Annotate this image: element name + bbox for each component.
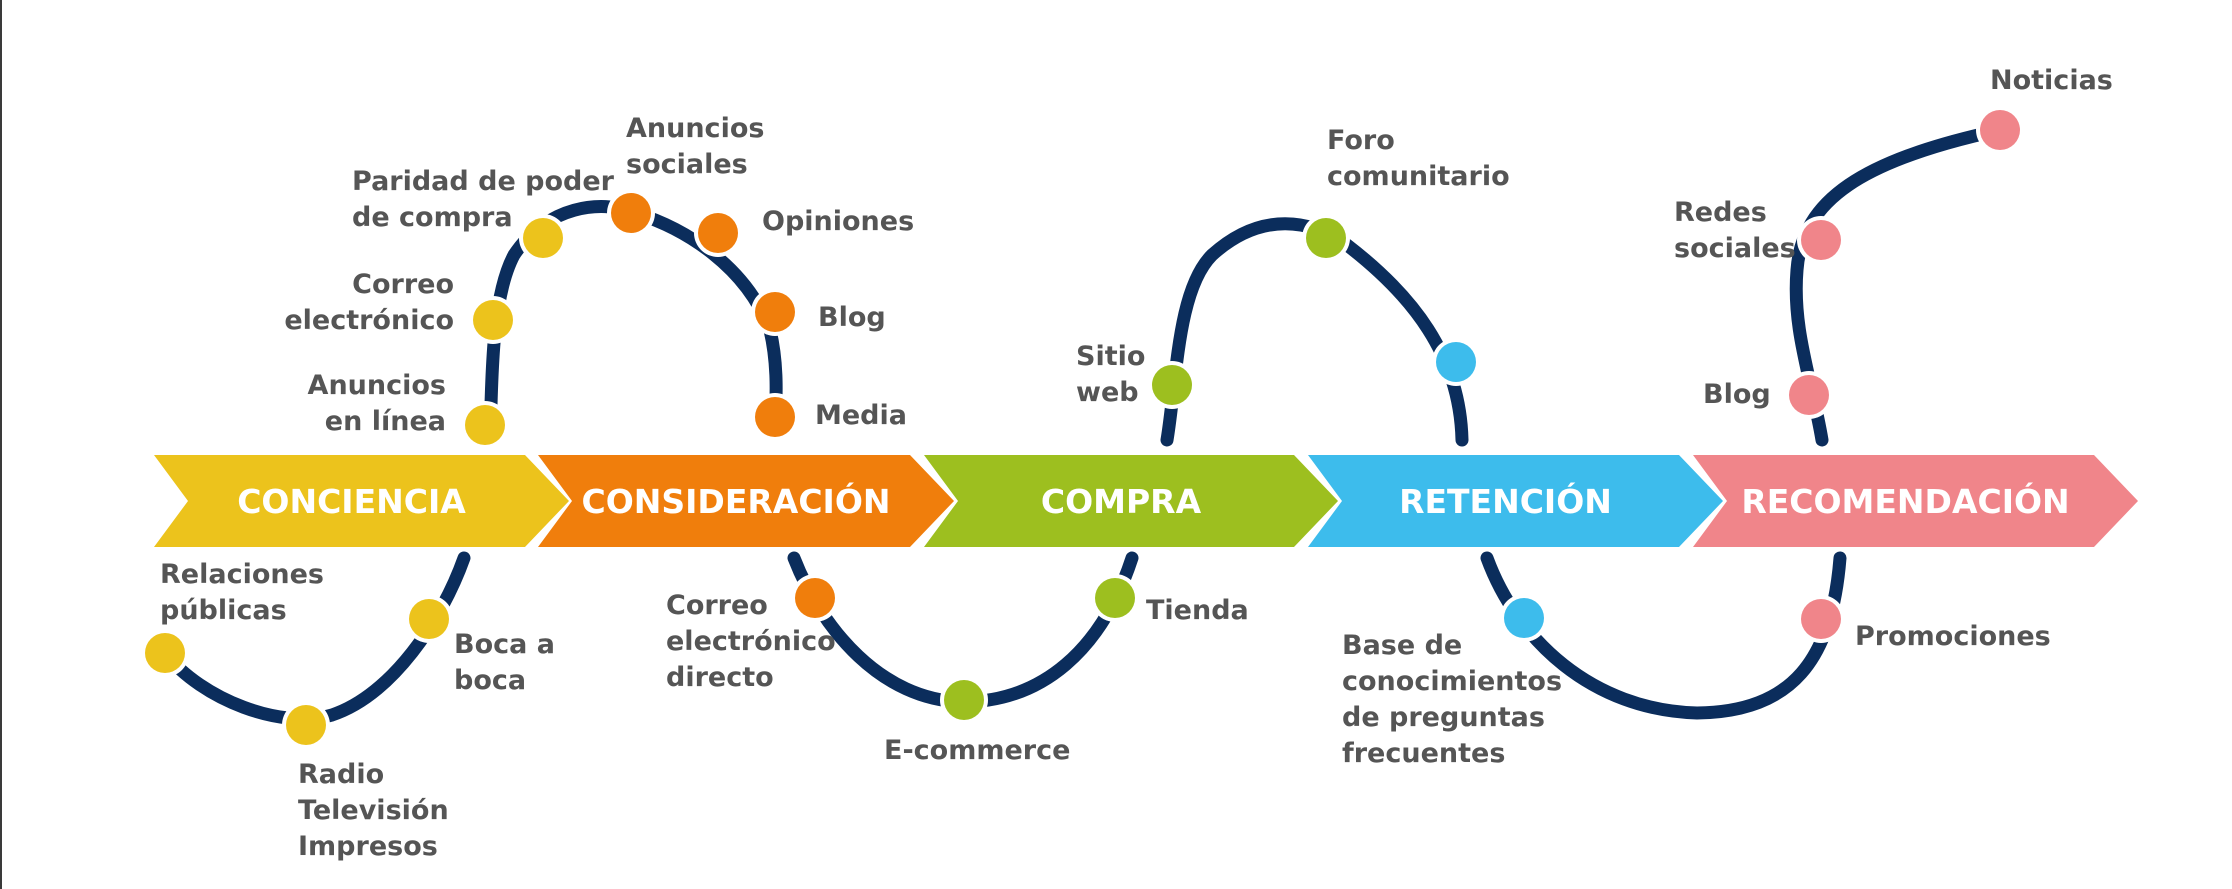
touchpoint-dot-radio bbox=[286, 705, 326, 745]
touchpoint-dot-tienda bbox=[1095, 578, 1135, 618]
label-tienda: Tienda bbox=[1146, 595, 1249, 626]
label-anuncios-en-linea: Anuncios en línea bbox=[307, 370, 446, 437]
touchpoint-dot-ecommerce bbox=[944, 680, 984, 720]
label-base-de-conocimientos: Base de conocimientos de preguntas frecu… bbox=[1342, 630, 1563, 769]
label-correo-electronico-directo: Correo electrónico directo bbox=[666, 590, 836, 693]
touchpoint-dot-promociones bbox=[1801, 599, 1841, 639]
stage-arrow-retencion bbox=[1308, 455, 1723, 547]
label-boca-a-boca: Boca a boca bbox=[454, 629, 555, 696]
stage-label-consideracion: CONSIDERACIÓN bbox=[582, 481, 891, 521]
touchpoint-dot-anuncios-sociales bbox=[611, 193, 651, 233]
touchpoint-dot-boca-a-boca bbox=[409, 599, 449, 639]
touchpoint-dot-redes-sociales bbox=[1801, 220, 1841, 260]
label-opiniones: Opiniones bbox=[762, 206, 915, 237]
stage-label-compra: COMPRA bbox=[1041, 482, 1202, 521]
stage-label-retencion: RETENCIÓN bbox=[1399, 481, 1612, 521]
touchpoint-dot-correo-electronico bbox=[473, 300, 513, 340]
touchpoint-dot-paridad bbox=[523, 218, 563, 258]
stage-arrow-conciencia bbox=[154, 455, 569, 547]
stage-label-conciencia: CONCIENCIA bbox=[237, 482, 466, 521]
label-noticias: Noticias bbox=[1990, 65, 2113, 96]
touchpoint-dot-sitio-web bbox=[1152, 365, 1192, 405]
touchpoint-dot-opiniones bbox=[698, 213, 738, 253]
label-anuncios-sociales: Anuncios sociales bbox=[626, 113, 765, 180]
stage-arrows: CONCIENCIA CONSIDERACIÓN COMPRA RETENCIÓN RE… bbox=[154, 455, 2138, 547]
stage-arrow-consideracion bbox=[538, 455, 954, 547]
label-blog-recomendacion: Blog bbox=[1703, 379, 1771, 410]
touchpoint-dot-noticias bbox=[1980, 110, 2020, 150]
label-foro-comunitario: Foro comunitario bbox=[1327, 125, 1510, 192]
touchpoint-dot-media bbox=[755, 397, 795, 437]
label-paridad-de-poder: Paridad de poder de compra bbox=[352, 166, 614, 233]
label-relaciones-publicas: Relaciones públicas bbox=[160, 559, 324, 626]
stage-arrow-recomendacion bbox=[1693, 455, 2138, 547]
label-ecommerce: E-commerce bbox=[884, 735, 1071, 766]
label-blog-consideracion: Blog bbox=[818, 302, 886, 333]
label-media: Media bbox=[815, 400, 907, 431]
label-correo-electronico: Correo electrónico bbox=[284, 269, 454, 336]
label-promociones: Promociones bbox=[1855, 621, 2051, 652]
touchpoint-dot-relaciones-publicas bbox=[145, 633, 185, 673]
label-radio-tv-impresos: Radio Televisión Impresos bbox=[298, 759, 449, 862]
label-sitio-web: Sitio web bbox=[1076, 341, 1146, 408]
touchpoint-dot-blog bbox=[755, 292, 795, 332]
stage-arrow-compra bbox=[924, 455, 1338, 547]
path-segment-compra-up bbox=[1160, 217, 1469, 447]
touchpoint-dot-correo-directo bbox=[795, 578, 835, 618]
touchpoint-dot-base-de-conocimientos bbox=[1504, 598, 1544, 638]
label-redes-sociales: Redes sociales bbox=[1674, 197, 1796, 264]
touchpoint-dot-retencion-upper bbox=[1436, 342, 1476, 382]
touchpoint-dot-blog bbox=[1789, 375, 1829, 415]
touchpoint-dot-anuncios-en-linea bbox=[465, 405, 505, 445]
touchpoint-dot-foro bbox=[1306, 218, 1346, 258]
touchpoint-dots bbox=[141, 106, 2024, 749]
stage-label-recomendacion: RECOMENDACIÓN bbox=[1741, 481, 2069, 521]
